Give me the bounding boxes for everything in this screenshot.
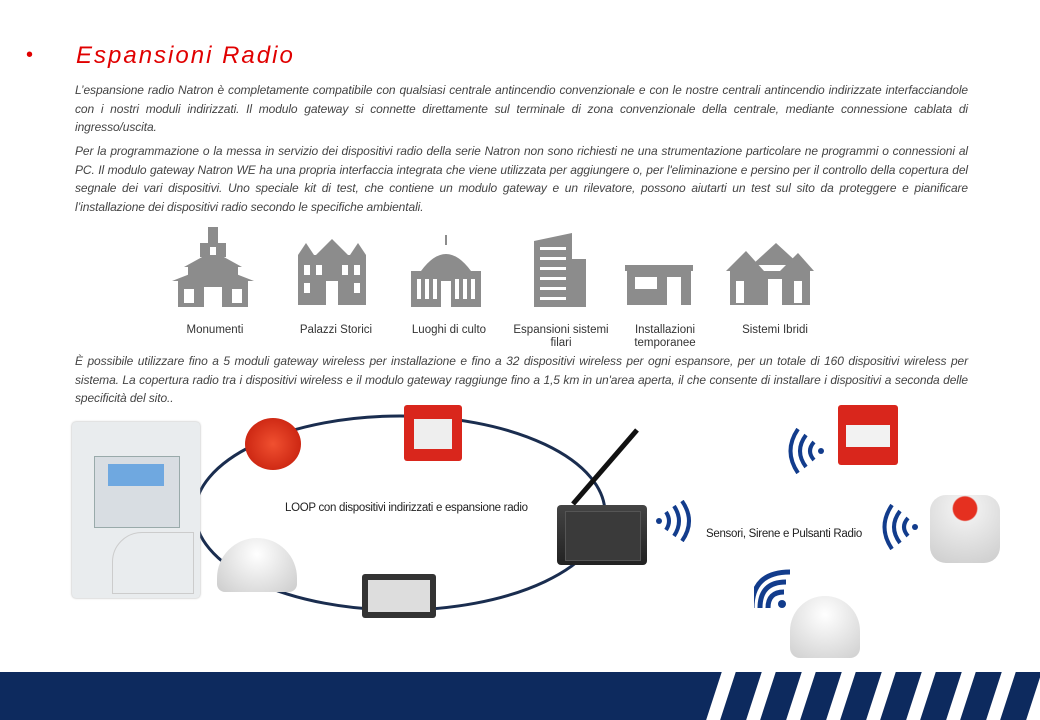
fire-control-panel bbox=[72, 422, 200, 598]
wireless-signal-icon bbox=[882, 504, 918, 550]
wireless-signal-icon bbox=[754, 569, 791, 609]
skyscraper-icon bbox=[506, 225, 606, 307]
monument-icon bbox=[163, 225, 263, 307]
application-label-ibridi: Sistemi Ibridi bbox=[742, 324, 808, 336]
radio-call-point bbox=[838, 405, 898, 465]
temporary-building-icon bbox=[609, 225, 709, 307]
loop-label: LOOP con dispositivi indirizzati e espan… bbox=[285, 502, 528, 514]
radio-sounder bbox=[930, 495, 1000, 563]
page-title: Espansioni Radio bbox=[76, 42, 295, 69]
capacity-paragraph: È possibile utilizzare fino a 5 moduli g… bbox=[75, 354, 968, 405]
red-sounder bbox=[245, 418, 301, 470]
gateway-antenna bbox=[571, 428, 639, 506]
church-icon bbox=[396, 225, 496, 307]
historic-palace-icon bbox=[282, 225, 382, 307]
wireless-signal-icon bbox=[656, 500, 691, 542]
application-label-monumenti: Monumenti bbox=[186, 324, 244, 336]
gateway-module bbox=[557, 505, 647, 565]
radio-smoke-detector bbox=[790, 596, 860, 658]
footer-band bbox=[0, 672, 1040, 720]
application-label-installazioni: Installazioni temporanee bbox=[634, 324, 696, 349]
intro-paragraph: L’espansione radio Natron è completament… bbox=[75, 83, 968, 134]
application-label-espansioni: Espansioni sistemi filari bbox=[513, 324, 609, 349]
programming-paragraph: Per la programmazione o la messa in serv… bbox=[75, 144, 968, 214]
application-label-palazzi: Palazzi Storici bbox=[299, 324, 373, 336]
radio-devices-label: Sensori, Sirene e Pulsanti Radio bbox=[706, 528, 862, 540]
wireless-signal-icon bbox=[788, 428, 824, 474]
title-bullet: • bbox=[26, 44, 34, 66]
application-label-culto: Luoghi di culto bbox=[411, 324, 487, 336]
manual-call-point bbox=[404, 405, 462, 461]
addressable-module bbox=[362, 574, 436, 618]
houses-icon bbox=[720, 225, 820, 307]
